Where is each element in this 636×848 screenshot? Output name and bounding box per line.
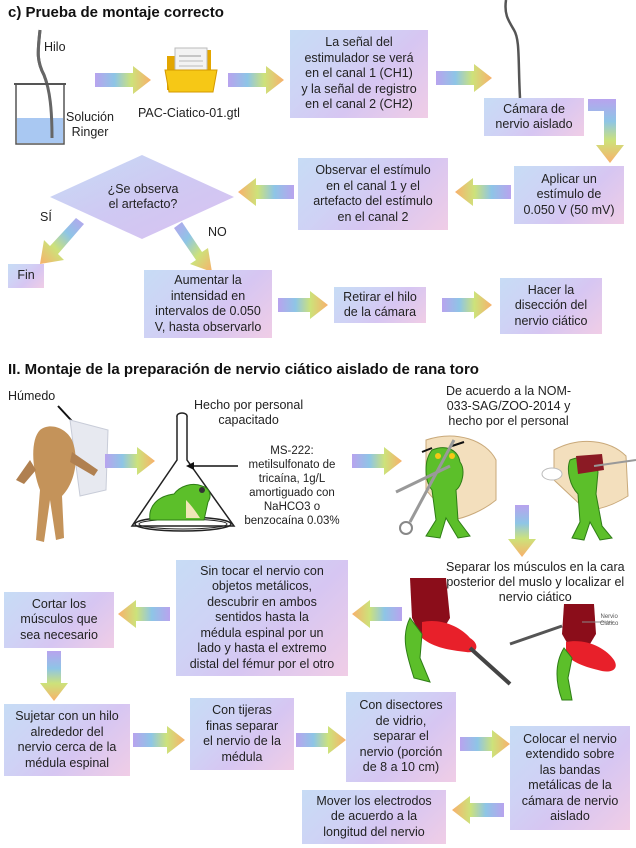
box-retirar-hilo: Retirar el hilo de la cámara <box>334 287 426 323</box>
arrow-right <box>352 447 402 475</box>
file-name-label: PAC-Ciatico-01.gtl <box>138 106 240 120</box>
no-label: NO <box>208 225 227 239</box>
arrow-down-right <box>174 222 212 272</box>
flask-frog-icon <box>130 412 238 532</box>
box-observar-estimulo: Observar el estímulo en el canal 1 y el … <box>298 158 448 230</box>
box-cortar-musculos: Cortar los músculos que sea necesario <box>4 592 114 648</box>
wrapped-frog-image <box>16 405 109 542</box>
arrow-right <box>296 726 346 754</box>
arrow-right <box>95 66 151 94</box>
arrow-down <box>508 505 536 557</box>
hilo-label: Hilo <box>44 40 66 54</box>
arrow-left <box>455 178 511 206</box>
solucion-ringer-label: Solución Ringer <box>66 110 114 139</box>
humedo-label: Húmedo <box>8 389 56 403</box>
section-c-title: c) Prueba de montaje correcto <box>8 4 224 21</box>
arrow-left <box>352 600 402 628</box>
arrow-right <box>436 64 492 92</box>
box-tijeras-finas: Con tijeras finas separar el nervio de l… <box>190 698 294 770</box>
leg-dissection-image-1 <box>404 578 512 686</box>
box-camara-nervio: Cámara de nervio aislado <box>484 98 584 136</box>
folder-icon <box>164 47 218 93</box>
box-colocar-nervio: Colocar el nervio extendido sobre las ba… <box>510 726 630 830</box>
hecho-personal-label: Hecho por personal capacitado <box>194 398 304 427</box>
arrow-left <box>238 178 294 206</box>
arrow-left <box>118 600 170 628</box>
frog-pithing-image <box>395 435 497 539</box>
box-sujetar-hilo: Sujetar con un hilo alrededor del nervio… <box>4 704 130 776</box>
arrow-elbow-down <box>588 99 624 163</box>
leg-dissection-image-2 <box>509 604 616 701</box>
section-ii-title: II. Montaje de la preparación de nervio … <box>8 361 479 378</box>
ms222-label: MS-222: metilsulfonato de tricaína, 1g/L… <box>244 445 340 527</box>
arrow-right <box>442 291 492 319</box>
box-disectores-vidrio: Con disectores de vidrio, separar el ner… <box>346 692 456 782</box>
yes-label: SÍ <box>40 210 52 224</box>
arrow-right <box>278 291 328 319</box>
frog-pithed-image <box>541 440 636 541</box>
box-aplicar-estimulo: Aplicar un estímulo de 0.050 V (50 mV) <box>514 166 624 224</box>
beaker-icon <box>14 29 66 145</box>
arrow-left <box>452 796 504 824</box>
arrow-right <box>105 447 155 475</box>
separar-musculos-label: Separar los músculos en la cara posterio… <box>446 560 625 604</box>
arrow-right <box>133 726 185 754</box>
arrow-right <box>460 730 510 758</box>
box-aumentar-intensidad: Aumentar la intensidad en intervalos de … <box>144 270 272 338</box>
arrow-down-left <box>40 218 84 264</box>
box-senal-estimulador: La señal del estimulador se verá en el c… <box>290 30 428 118</box>
decision-text: ¿Se observa el artefacto? <box>107 182 179 211</box>
nervio-ciatico-annotation: Nervio Ciático <box>600 614 619 627</box>
thread-icon <box>504 0 522 99</box>
box-hacer-diseccion: Hacer la disección del nervio ciático <box>500 278 602 334</box>
box-sin-tocar-nervio: Sin tocar el nervio con objetos metálico… <box>176 560 348 676</box>
decision-diamond <box>50 155 234 239</box>
box-mover-electrodos: Mover los electrodos de acuerdo a la lon… <box>302 790 446 844</box>
nom-label: De acuerdo a la NOM- 033-SAG/ZOO-2014 y … <box>446 384 572 428</box>
arrow-down <box>40 651 68 701</box>
box-fin: Fin <box>8 264 44 288</box>
arrow-right <box>228 66 284 94</box>
